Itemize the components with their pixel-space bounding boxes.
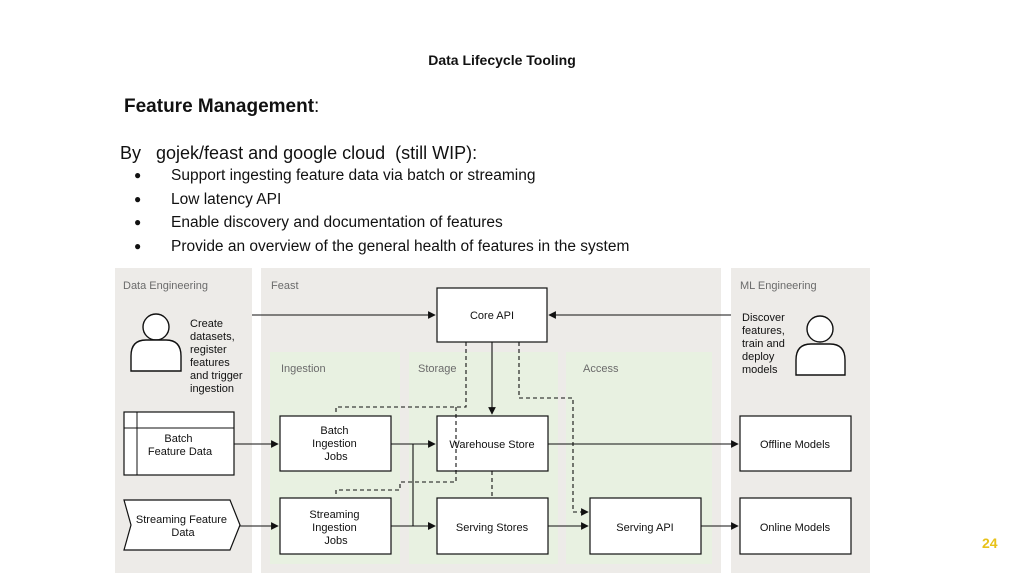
batch-ingestion-label: Jobs [324, 451, 348, 463]
bullet-dot-icon: ● [134, 168, 142, 182]
data-engineer-line: datasets, [190, 331, 235, 343]
dashed-connectors [335, 342, 589, 516]
data-engineer-line: ingestion [190, 383, 234, 395]
data-engineer-line: Create [190, 318, 223, 330]
serving-stores-box: Serving Stores [436, 497, 549, 555]
core-api-label: Core API [470, 310, 514, 322]
lane-label-feast: Feast [271, 280, 299, 292]
ml-engineer-line: features, [742, 325, 785, 337]
batch-feature-data-table: Batch Feature Data [123, 411, 235, 476]
lane-label-ml-engineering: ML Engineering [740, 280, 817, 292]
batch-feature-data-label: Batch [164, 433, 192, 445]
dashed-core-api-to-streaming-ingestion [335, 407, 457, 497]
streaming-feature-data-label: Streaming Feature [136, 514, 227, 526]
section-heading-suffix: : [314, 96, 320, 117]
batch-ingestion-label: Ingestion [312, 438, 357, 450]
solid-connectors [234, 311, 739, 530]
data-engineer-line: register [190, 344, 227, 356]
ml-engineer-line: train and [742, 338, 785, 350]
bullet-item: ● Enable discovery and documentation of f… [134, 211, 629, 235]
bullet-dot-icon: ● [134, 191, 142, 206]
page-number: 24 [982, 535, 998, 551]
source-line: By gojek/feast and google cloud (still W… [120, 143, 478, 163]
bullet-text: Support ingesting feature data via batch… [171, 167, 536, 184]
streaming-ingestion-label: Streaming [309, 509, 359, 521]
bullet-dot-icon: ● [134, 215, 142, 229]
bullet-item: ● Provide an overview of the general heal… [134, 235, 629, 259]
section-heading: Feature Management: [124, 96, 319, 118]
core-api-box: Core API [436, 287, 548, 343]
batch-ingestion-label: Batch [320, 425, 348, 437]
bullet-item: ● Low latency API [134, 188, 629, 212]
bullet-dot-icon: ● [134, 238, 142, 253]
streaming-feature-data-label: Data [171, 527, 195, 539]
sub-lane-label-storage: Storage [418, 363, 457, 375]
online-models-box: Online Models [739, 497, 852, 555]
dashed-core-api-to-serving-api [518, 342, 589, 516]
bullet-text: Provide an overview of the general healt… [171, 237, 630, 255]
batch-ingestion-jobs-box: Batch Ingestion Jobs [279, 415, 392, 472]
serving-api-label: Serving API [616, 522, 673, 534]
batch-feature-data-label: Feature Data [148, 446, 213, 458]
dashed-core-api-to-batch-ingestion [335, 342, 467, 415]
streaming-ingestion-label: Ingestion [312, 522, 357, 534]
bullet-item: ● Support ingesting feature data via batc… [134, 164, 629, 188]
svg-text:Streaming Feature Data: Streaming Feature Data [136, 514, 230, 539]
data-engineer-line: and trigger [190, 370, 243, 382]
streaming-ingestion-jobs-box: Streaming Ingestion Jobs [279, 497, 392, 555]
slide-title: Data Lifecycle Tooling [428, 52, 576, 68]
svg-text:Streaming Ingestion: Streaming Ingestion Jobs [309, 509, 362, 547]
streaming-ingestion-label: Jobs [324, 535, 348, 547]
streaming-feature-data-shape: Streaming Feature Data [123, 499, 241, 551]
data-engineer-description: Create datasets, register features and t… [190, 318, 246, 395]
lane-label-data-engineering: Data Engineering [123, 280, 208, 292]
svg-text:Batch Feature Data: Batch Feature Data [148, 433, 213, 458]
data-engineer-line: features [190, 357, 230, 369]
ml-engineer-line: models [742, 364, 778, 376]
svg-text:Batch Ingestion Jo: Batch Ingestion Jobs [312, 425, 360, 463]
ml-engineer-line: deploy [742, 351, 775, 363]
bullet-text: Low latency API [171, 190, 282, 208]
ml-engineer-line: Discover [742, 312, 785, 324]
warehouse-store-box: Warehouse Store [436, 415, 549, 472]
offline-models-box: Offline Models [739, 415, 852, 472]
ml-engineer-person-icon [795, 315, 846, 376]
bullet-text: Enable discovery and documentation of fe… [171, 214, 503, 231]
warehouse-store-label: Warehouse Store [449, 439, 534, 451]
data-engineer-person-icon [130, 313, 182, 372]
offline-models-label: Offline Models [760, 439, 831, 451]
feature-bullet-list: ● Support ingesting feature data via batc… [134, 164, 629, 258]
ml-engineer-description: Discover features, train and deploy mode… [742, 312, 788, 376]
serving-api-box: Serving API [589, 497, 702, 555]
sub-lane-label-ingestion: Ingestion [281, 363, 326, 375]
sub-lane-label-access: Access [583, 363, 619, 375]
online-models-label: Online Models [760, 522, 831, 534]
section-heading-bold: Feature Management [124, 96, 315, 117]
serving-stores-label: Serving Stores [456, 522, 529, 534]
